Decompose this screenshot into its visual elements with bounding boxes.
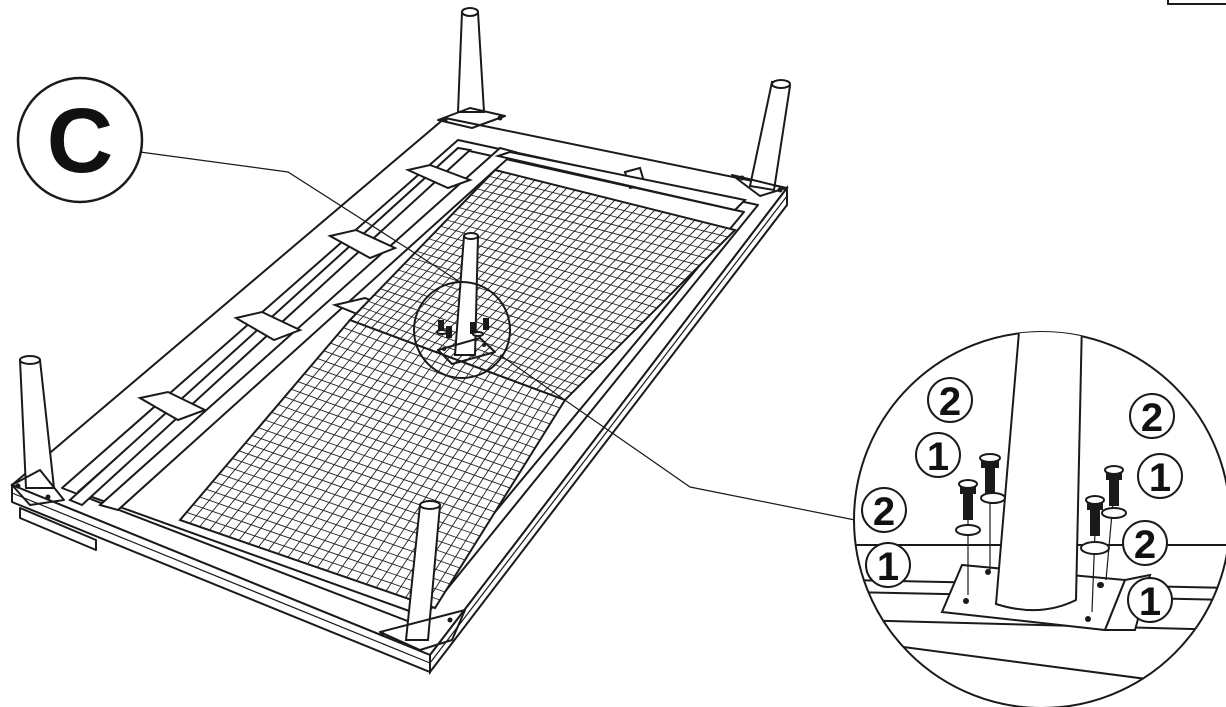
enlarged-detail: 2 1 2 1 2 1 2 1 — [853, 331, 1226, 707]
screw-left-upper — [979, 453, 1006, 570]
mesh-wire — [346, 372, 491, 578]
cross-slat-2 — [233, 310, 303, 342]
mesh-wire — [528, 219, 696, 387]
mesh-wire — [297, 356, 450, 561]
mesh-wire — [521, 217, 688, 385]
mesh-wire — [536, 221, 704, 390]
screw-right-upper — [1101, 465, 1127, 581]
leg-top-right — [731, 79, 792, 197]
mesh-wire — [414, 187, 568, 345]
leg-top-left — [437, 7, 506, 129]
mesh-wire — [507, 213, 672, 379]
cross-slat-3 — [327, 228, 398, 260]
enlarged-leg — [994, 332, 1084, 612]
mesh-wire — [485, 207, 648, 371]
mesh-panel-upper — [348, 168, 737, 402]
mesh-wire — [267, 347, 425, 551]
callout-circle — [861, 487, 907, 533]
detail-zoom-circle — [413, 281, 511, 379]
mesh-wire — [307, 359, 458, 565]
mesh-wire — [365, 378, 508, 585]
callout-circle — [927, 377, 973, 423]
callout-circle — [1127, 577, 1173, 623]
mesh-wire — [189, 322, 359, 524]
mesh-wire — [424, 396, 558, 605]
mesh-wire — [364, 173, 512, 326]
cross-slat-1 — [137, 390, 208, 422]
callout-circle — [865, 542, 911, 588]
mesh-wire — [287, 353, 442, 558]
callout-number: 1 — [1149, 456, 1171, 500]
callout-number: 1 — [877, 545, 899, 589]
mesh-wire — [356, 171, 504, 323]
mesh-wire — [209, 328, 376, 531]
small-screw-set — [436, 318, 489, 351]
callout-number: 2 — [939, 380, 961, 424]
callout-number: 1 — [927, 435, 949, 479]
leg-bottom-left — [11, 355, 65, 506]
mesh-wire — [336, 368, 483, 575]
mesh-wire — [415, 393, 549, 602]
step-label: C — [47, 90, 113, 192]
mesh-wire — [378, 177, 528, 331]
mesh-wire — [550, 225, 720, 395]
mesh-wire — [407, 185, 560, 342]
callout-number: 2 — [1134, 523, 1156, 567]
callout-circle — [915, 432, 961, 478]
leader-line-step — [139, 151, 461, 283]
mesh-wire — [514, 215, 680, 382]
mesh-wire — [421, 189, 576, 347]
frame-inner-rim — [61, 139, 759, 626]
mesh-wire — [371, 175, 520, 329]
mesh-wire — [464, 201, 624, 363]
callout-number: 2 — [1141, 396, 1163, 440]
mesh-wire — [493, 209, 656, 374]
callout-circle — [1129, 393, 1175, 439]
mesh-wire — [385, 384, 525, 592]
mesh-wire — [500, 211, 664, 377]
callout-number: 2 — [873, 490, 895, 534]
mesh-wire — [385, 179, 536, 334]
mesh-wire — [557, 227, 728, 398]
mesh-wire — [277, 350, 434, 555]
mesh-wire — [238, 338, 400, 541]
callout-number: 1 — [1139, 580, 1161, 624]
callout-circle — [1122, 520, 1168, 566]
mesh-wire — [543, 223, 712, 393]
screw-left-lower — [955, 479, 981, 595]
callout-circle — [1137, 453, 1183, 499]
mesh-wire — [316, 362, 467, 568]
leader-line-detail — [499, 354, 856, 521]
leg-bottom-right — [379, 500, 466, 651]
mesh-wire — [356, 375, 500, 582]
mesh-wire — [199, 325, 367, 528]
mesh-wire — [326, 365, 475, 572]
mesh-wire — [248, 341, 409, 544]
cross-slat-4 — [404, 163, 473, 190]
mesh-wire — [218, 332, 384, 534]
mesh-wire — [428, 191, 584, 350]
mesh-wire — [228, 335, 392, 538]
mesh-wire — [375, 381, 516, 588]
mesh-wire — [478, 205, 640, 369]
screw-right-lower — [1080, 495, 1110, 613]
mesh-wire — [471, 203, 632, 366]
step-badge: C — [16, 76, 144, 204]
callout-numbers: 2 1 2 1 2 1 2 1 — [861, 377, 1183, 624]
mesh-wire — [258, 344, 417, 548]
